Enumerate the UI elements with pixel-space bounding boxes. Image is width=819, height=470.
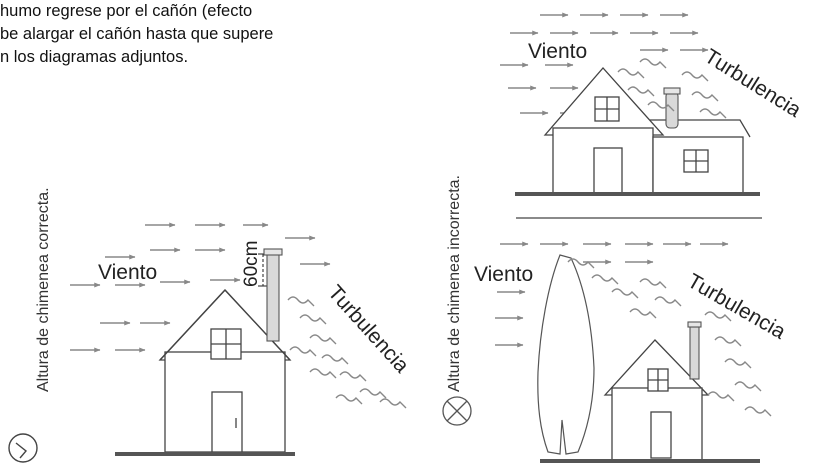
turbulence-squiggles — [287, 296, 407, 409]
chimney — [687, 321, 702, 380]
house — [158, 289, 292, 453]
incorrect-diagram-top: Viento Turbulencia — [500, 12, 805, 196]
check-circle-icon — [8, 433, 38, 463]
chimney — [663, 87, 681, 129]
house — [543, 67, 751, 194]
chimney — [263, 248, 283, 342]
turbulence-squiggles — [567, 258, 772, 417]
ground — [540, 459, 760, 463]
wind-arrows — [500, 12, 709, 116]
incorrect-diagram-bottom: Viento T — [474, 241, 790, 463]
height-label: 60cm — [241, 241, 262, 287]
intro-line: humo regrese por el cañón (efecto — [0, 2, 253, 20]
wind-arrows — [70, 222, 331, 353]
turbulence-squiggles — [617, 58, 727, 119]
turbulence-label: Turbulencia — [700, 45, 805, 122]
wind-label: Viento — [474, 263, 533, 286]
house — [603, 339, 710, 461]
ground — [115, 452, 295, 456]
intro-line: be alargar el cañón hasta que supere — [0, 25, 274, 43]
cross-circle-icon — [442, 396, 472, 426]
tree — [537, 254, 595, 455]
turbulence-label: Turbulencia — [323, 281, 413, 378]
wind-label: Viento — [98, 261, 157, 284]
wind-label: Viento — [528, 40, 587, 63]
intro-text: humo regrese por el cañón (efecto be ala… — [0, 0, 273, 69]
intro-line: n los diagramas adjuntos. — [0, 48, 189, 66]
correct-height-diagram: Viento 60cm — [8, 222, 413, 463]
ground — [515, 192, 760, 196]
